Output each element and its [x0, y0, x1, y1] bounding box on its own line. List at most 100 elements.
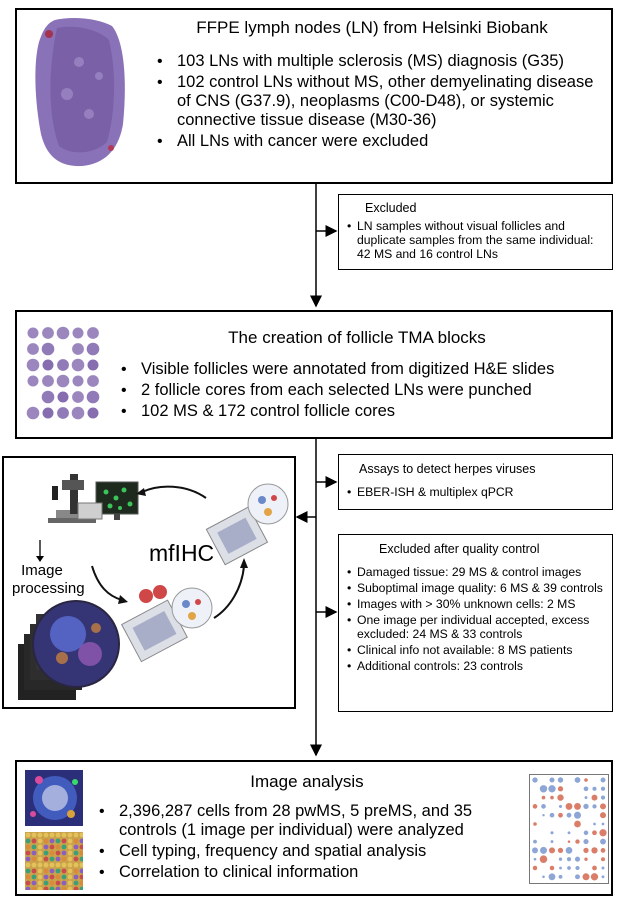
cell-dot	[67, 880, 73, 886]
cell-dot	[79, 886, 83, 890]
cell-dot	[61, 880, 67, 886]
heatmap-dot	[601, 857, 605, 862]
heatmap-dot	[590, 873, 599, 881]
cell-dot	[55, 838, 61, 844]
excluded-qc-title: Excluded after quality control	[379, 542, 540, 556]
cell-dot	[55, 850, 61, 856]
heatmap-dot	[550, 840, 554, 844]
heatmap-dot	[575, 839, 580, 844]
tma-core	[57, 407, 69, 419]
tma-box-title: The creation of follicle TMA blocks	[228, 328, 486, 347]
cell-dot	[37, 880, 43, 886]
heatmap-dot	[567, 831, 571, 835]
cell-dot	[37, 844, 43, 850]
cell-dot	[25, 862, 31, 868]
tma-core	[87, 359, 99, 371]
cell-dot	[73, 880, 79, 886]
heatmap-dot	[583, 786, 589, 792]
cell-dot	[31, 856, 37, 862]
list-item: Images with > 30% unknown cells: 2 MS	[347, 597, 609, 611]
heatmap-dot	[559, 866, 562, 870]
heatmap-dot	[567, 866, 571, 870]
tma-core	[71, 358, 85, 372]
cell-dot	[79, 838, 83, 844]
tma-core	[72, 327, 84, 339]
heatmap-dot	[600, 838, 606, 845]
heatmap-dot	[557, 786, 564, 792]
cell-dot	[61, 844, 67, 850]
list-item: Visible follicles were annotated from di…	[121, 360, 611, 379]
heatmap-dot	[533, 822, 537, 826]
cell-dot	[37, 886, 43, 890]
heatmap-dot	[557, 794, 564, 801]
heatmap-dot	[574, 856, 581, 862]
heatmap-dot	[583, 830, 589, 836]
cell-dot	[43, 844, 49, 850]
heatmap-dot	[592, 786, 597, 791]
cell-dot	[73, 832, 79, 838]
heatmap-dot	[532, 777, 538, 783]
heatmap-dot	[532, 865, 538, 871]
heatmap-dot	[600, 803, 606, 810]
cell-dot	[55, 832, 61, 838]
cell-dot	[61, 874, 67, 880]
cell-dot	[67, 850, 73, 856]
tma-core	[86, 390, 100, 404]
cell-dot	[79, 844, 83, 850]
heatmap-dot	[557, 847, 564, 854]
tma-core	[87, 375, 99, 387]
list-item: 102 control LNs without MS, other demyel…	[157, 73, 597, 130]
cell-dot	[43, 886, 49, 890]
cell-dot	[25, 856, 31, 862]
lymph-node-he-image	[35, 18, 125, 167]
cell-dot	[49, 844, 55, 850]
heatmap-dot	[548, 847, 556, 854]
heatmap-dot	[600, 786, 606, 791]
heatmap-dot	[584, 857, 588, 861]
tma-core	[57, 359, 69, 371]
cell-dot	[61, 838, 67, 844]
spatial-dot-heatmap	[529, 774, 609, 884]
list-item: 2 follicle cores from each selected LNs …	[121, 381, 611, 400]
cell-dot	[37, 832, 43, 838]
list-item: 2,396,287 cells from 28 pwMS, 5 preMS, a…	[99, 802, 517, 840]
image-analysis-title: Image analysis	[250, 772, 364, 791]
cell-dot	[67, 868, 73, 874]
excluded-box-title: Excluded	[365, 201, 417, 215]
excluded-list: LN samples without visual follicles and …	[347, 219, 605, 261]
tma-core	[87, 407, 99, 419]
cell-dot	[55, 880, 61, 886]
cell-dot	[25, 874, 31, 880]
cell-dot	[49, 862, 55, 868]
cell-dot	[43, 862, 49, 868]
excluded-samples-box: Excluded LN samples without visual folli…	[338, 194, 613, 270]
cell-dot	[31, 886, 37, 890]
heatmap-dot	[550, 795, 554, 800]
cell-dot	[55, 862, 61, 868]
cell-dot	[79, 862, 83, 868]
heatmap-dot	[549, 777, 555, 783]
cell-dot	[31, 844, 37, 850]
heatmap-dot	[558, 857, 563, 861]
cell-dot	[37, 868, 43, 874]
cell-dot	[55, 844, 61, 850]
cell-dot	[55, 868, 61, 874]
cell-dot	[25, 844, 31, 850]
cell-dot	[73, 862, 79, 868]
image-processing-label: Image processing	[12, 562, 85, 597]
cell-dot	[43, 868, 49, 874]
heatmap-dot	[600, 777, 606, 783]
tma-creation-box: The creation of follicle TMA blocks Visi…	[15, 310, 613, 439]
heatmap-dot	[600, 848, 606, 853]
microscope-icon	[48, 474, 96, 523]
cell-dot	[25, 832, 31, 838]
heatmap-dot	[565, 802, 573, 810]
heatmap-dot	[573, 811, 582, 819]
cell-dot	[49, 856, 55, 862]
heatmap-dot	[541, 804, 546, 809]
cell-dot	[43, 838, 49, 844]
cell-dot	[49, 850, 55, 856]
heatmap-dot	[541, 795, 546, 800]
cell-dot	[31, 850, 37, 856]
